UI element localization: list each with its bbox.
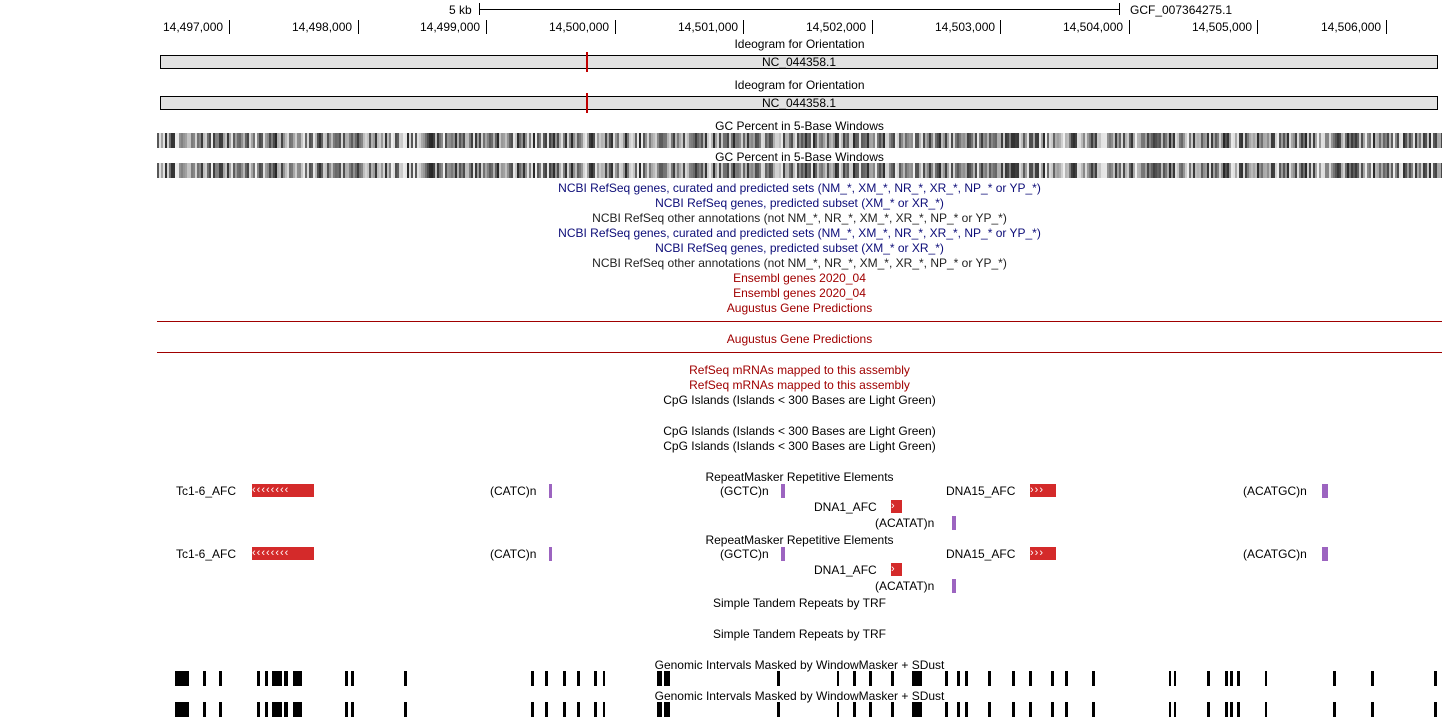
- repeat-label-gctc: (GCTC)n: [720, 484, 769, 498]
- repeat-element-dna1[interactable]: ›: [891, 563, 902, 576]
- repeat-label-dna15: DNA15_AFC: [946, 484, 1016, 498]
- trf-track-title[interactable]: Simple Tandem Repeats by TRF: [713, 596, 886, 610]
- ruler-tick-label: 14,498,000: [292, 20, 353, 34]
- refseq-predicted-track-title[interactable]: NCBI RefSeq genes, predicted subset (XM_…: [655, 241, 944, 255]
- repeat-label-dna1: DNA1_AFC: [814, 563, 877, 577]
- repeat-element-acatgc[interactable]: [1322, 484, 1328, 498]
- repeat-label-acatgc: (ACATGC)n: [1243, 547, 1307, 561]
- windowmasker-track-title[interactable]: Genomic Intervals Masked by WindowMasker…: [654, 658, 945, 672]
- windowmasker-track[interactable]: [157, 702, 1442, 717]
- ideogram-track-title[interactable]: Ideogram for Orientation: [734, 78, 865, 92]
- augustus-track-line: [157, 352, 1442, 353]
- repeat-element-gctc[interactable]: [781, 547, 785, 561]
- repeat-element-catc[interactable]: [549, 547, 552, 561]
- refseq-predicted-track-title[interactable]: NCBI RefSeq genes, predicted subset (XM_…: [655, 196, 944, 210]
- gc-percent-track[interactable]: [157, 133, 1442, 148]
- repeat-element-dna15[interactable]: ›››: [1030, 484, 1056, 497]
- refseq-other-track-title[interactable]: NCBI RefSeq other annotations (not NM_*,…: [592, 256, 1007, 270]
- repeatmasker-track-title[interactable]: RepeatMasker Repetitive Elements: [705, 470, 894, 484]
- refseq-mrna-track-title[interactable]: RefSeq mRNAs mapped to this assembly: [689, 378, 910, 392]
- ruler-tick-label: 14,506,000: [1321, 20, 1382, 34]
- cpg-track-title[interactable]: CpG Islands (Islands < 300 Bases are Lig…: [663, 424, 936, 438]
- repeat-label-tc1: Tc1-6_AFC: [176, 484, 237, 498]
- repeat-label-acatgc: (ACATGC)n: [1243, 484, 1307, 498]
- ruler-tick-label: 14,502,000: [806, 20, 867, 34]
- ruler-tick: [872, 20, 873, 34]
- repeat-element-dna15[interactable]: ›››: [1030, 547, 1056, 560]
- ruler-tick: [358, 20, 359, 34]
- cpg-track-title[interactable]: CpG Islands (Islands < 300 Bases are Lig…: [663, 393, 936, 407]
- refseq-other-track-title[interactable]: NCBI RefSeq other annotations (not NM_*,…: [592, 211, 1007, 225]
- trf-track-title[interactable]: Simple Tandem Repeats by TRF: [713, 627, 886, 641]
- repeat-element-dna1[interactable]: ›: [891, 500, 902, 513]
- repeat-element-tc1[interactable]: ‹‹‹‹‹‹‹‹: [252, 484, 314, 497]
- repeatmasker-track-title[interactable]: RepeatMasker Repetitive Elements: [705, 533, 894, 547]
- ruler-tick-label: 14,504,000: [1063, 20, 1124, 34]
- cpg-track-title[interactable]: CpG Islands (Islands < 300 Bases are Lig…: [663, 439, 936, 453]
- ideogram-chromosome[interactable]: NC_044358.1: [160, 52, 1438, 72]
- repeat-label-catc: (CATC)n: [490, 484, 537, 498]
- ideogram-position-marker: [586, 52, 588, 72]
- ruler-tick: [1129, 20, 1130, 34]
- gc-track-title[interactable]: GC Percent in 5-Base Windows: [715, 150, 884, 164]
- augustus-track-line: [157, 321, 1442, 322]
- ruler-tick-label: 14,499,000: [420, 20, 481, 34]
- scale-label: 5 kb: [449, 3, 472, 17]
- repeat-label-catc: (CATC)n: [490, 547, 537, 561]
- refseq-mrna-track-title[interactable]: RefSeq mRNAs mapped to this assembly: [689, 363, 910, 377]
- repeat-label-dna15: DNA15_AFC: [946, 547, 1016, 561]
- repeat-element-acatat[interactable]: [952, 516, 956, 530]
- ensembl-track-title[interactable]: Ensembl genes 2020_04: [733, 286, 866, 300]
- repeat-element-gctc[interactable]: [781, 484, 785, 498]
- ruler-tick-label: 14,505,000: [1192, 20, 1253, 34]
- windowmasker-track[interactable]: [157, 671, 1442, 686]
- ideogram-chrom-label: NC_044358.1: [761, 55, 837, 69]
- repeat-element-acatgc[interactable]: [1322, 547, 1328, 561]
- ruler-tick: [1257, 20, 1258, 34]
- augustus-track-title[interactable]: Augustus Gene Predictions: [726, 301, 873, 315]
- ruler-tick: [615, 20, 616, 34]
- repeat-label-dna1: DNA1_AFC: [814, 500, 877, 514]
- ruler-tick: [486, 20, 487, 34]
- ruler-tick: [229, 20, 230, 34]
- ruler-tick: [743, 20, 744, 34]
- gc-track-title[interactable]: GC Percent in 5-Base Windows: [715, 119, 884, 133]
- repeat-element-acatat[interactable]: [952, 579, 956, 593]
- gc-percent-track[interactable]: [157, 163, 1442, 178]
- ideogram-chrom-label: NC_044358.1: [761, 96, 837, 110]
- ruler-tick-label: 14,503,000: [935, 20, 996, 34]
- ensembl-track-title[interactable]: Ensembl genes 2020_04: [733, 271, 866, 285]
- scale-bar-right-tick: [1119, 3, 1120, 15]
- augustus-track-title[interactable]: Augustus Gene Predictions: [726, 332, 873, 346]
- refseq-curated-track-title[interactable]: NCBI RefSeq genes, curated and predicted…: [558, 226, 1041, 240]
- windowmasker-track-title[interactable]: Genomic Intervals Masked by WindowMasker…: [654, 689, 945, 703]
- ideogram-track-title[interactable]: Ideogram for Orientation: [734, 37, 865, 51]
- repeat-label-tc1: Tc1-6_AFC: [176, 547, 237, 561]
- ideogram-chromosome[interactable]: NC_044358.1: [160, 93, 1438, 113]
- ruler-tick-label: 14,497,000: [163, 20, 224, 34]
- repeat-element-tc1[interactable]: ‹‹‹‹‹‹‹‹: [252, 547, 314, 560]
- repeat-element-catc[interactable]: [549, 484, 552, 498]
- ruler-tick: [1386, 20, 1387, 34]
- refseq-curated-track-title[interactable]: NCBI RefSeq genes, curated and predicted…: [558, 181, 1041, 195]
- repeat-label-gctc: (GCTC)n: [720, 547, 769, 561]
- scale-bar: [479, 9, 1120, 10]
- ruler-tick-label: 14,500,000: [549, 20, 610, 34]
- repeat-label-acatat: (ACATAT)n: [875, 579, 935, 593]
- assembly-label: GCF_007364275.1: [1130, 3, 1233, 17]
- ideogram-position-marker: [586, 93, 588, 113]
- ruler-tick-label: 14,501,000: [678, 20, 739, 34]
- ruler-tick: [1000, 20, 1001, 34]
- repeat-label-acatat: (ACATAT)n: [875, 516, 935, 530]
